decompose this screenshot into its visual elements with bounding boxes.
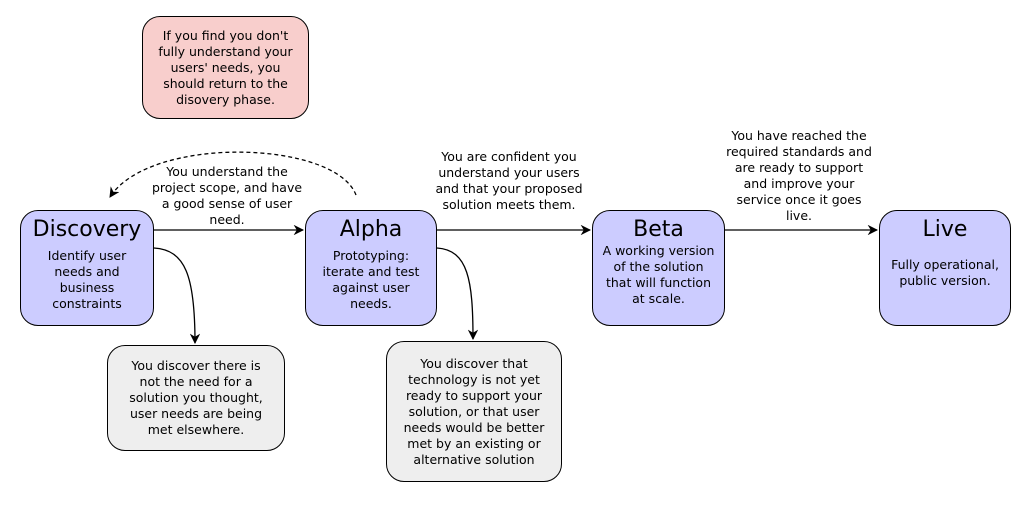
stage-live-title: Live [922, 217, 968, 242]
stage-beta: Beta A working version of the solution t… [592, 210, 725, 326]
alpha-exit-note: You discover that technology is not yet … [386, 341, 562, 482]
return-to-discovery-note: If you find you don't fully understand y… [142, 16, 309, 119]
discovery-exit-note: You discover there is not the need for a… [107, 345, 285, 451]
discovery-to-alpha-label: You understand the project scope, and ha… [151, 164, 303, 227]
stage-live: Live Fully operational, public version. [879, 210, 1011, 326]
stage-alpha-title: Alpha [339, 217, 403, 242]
stage-discovery: Discovery Identify user needs and busine… [20, 210, 154, 326]
beta-to-live-label: You have reached the required standards … [726, 128, 872, 223]
stage-discovery-desc: Identify user needs and business constra… [47, 248, 127, 311]
stage-alpha: Alpha Prototyping: iterate and test agai… [305, 210, 437, 326]
stage-beta-desc: A working version of the solution that w… [602, 243, 715, 306]
stage-live-desc: Fully operational, public version. [891, 257, 999, 288]
stage-alpha-desc: Prototyping: iterate and test against us… [322, 248, 420, 311]
arrow-return-to-discovery [109, 151, 357, 198]
alpha-to-beta-label: You are confident you understand your us… [435, 149, 583, 212]
stage-beta-title: Beta [633, 217, 684, 242]
stage-discovery-title: Discovery [32, 217, 142, 242]
discovery-exit-text: You discover there is not the need for a… [129, 358, 263, 437]
alpha-exit-text: You discover that technology is not yet … [403, 355, 545, 467]
arrow-discovery-exit [153, 247, 201, 345]
return-to-discovery-text: If you find you don't fully understand y… [158, 27, 293, 107]
arrow-alpha-exit [436, 247, 479, 341]
